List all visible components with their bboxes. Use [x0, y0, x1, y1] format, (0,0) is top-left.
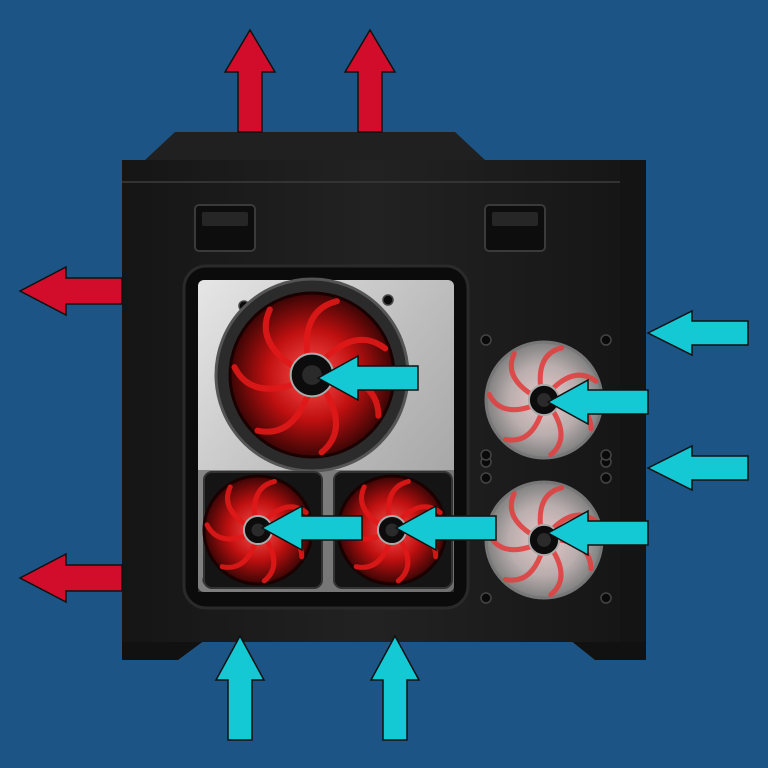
fan-large-top-blade: [303, 298, 340, 356]
screw: [480, 592, 492, 604]
case-top-panel: [145, 132, 485, 160]
flow-bottom-middle-fan: [394, 504, 497, 552]
fan-bottom-middle-blade: [395, 539, 411, 584]
flow-bottom-left-fan: [260, 504, 363, 552]
fan-large-top: [214, 277, 410, 473]
fan-bottom-left: [202, 471, 323, 589]
fan-bottom-middle-blade: [359, 484, 381, 526]
fan-large-top-blade: [231, 364, 295, 392]
case-handle-left: [194, 204, 256, 252]
fan-large-top-blade: [254, 394, 310, 435]
fan-drivebay-upper-blade: [502, 413, 543, 443]
intake-front-lower: [646, 444, 749, 492]
fan-bottom-middle-blade: [353, 542, 392, 570]
case-foot-left: [122, 640, 205, 660]
fan-bottom-left-blade: [264, 504, 309, 521]
fan-drivebay-lower-blade: [551, 512, 599, 530]
exhaust-top-left: [223, 28, 277, 133]
screw: [600, 472, 612, 484]
fan-drivebay-upper-blade: [486, 391, 532, 413]
fan-bottom-middle-hub-cap: [385, 523, 399, 537]
exhaust-top-right: [343, 28, 397, 133]
fan-drivebay-lower-blade: [508, 491, 532, 536]
fan-drivebay-lower-blade: [502, 553, 543, 583]
arrow-group: [18, 28, 749, 741]
fan-bottom-left-blade: [251, 478, 277, 518]
screw: [480, 472, 492, 484]
intake-bottom-right: [369, 634, 421, 741]
fan-drivebay-upper-blade: [548, 410, 564, 458]
screw: [600, 449, 612, 461]
fan-bottom-left-blade: [261, 539, 277, 584]
fan-bottom-left-blade: [219, 542, 258, 570]
case-foot-right: [570, 640, 646, 660]
fan-drivebay-upper-blade: [508, 351, 532, 396]
fan-bottom-left-blade: [204, 522, 247, 542]
fan-drivebay-lower-hub-cap: [537, 533, 551, 547]
screw: [600, 592, 612, 604]
fan-large-top-blade: [318, 389, 340, 456]
exhaust-rear-upper: [18, 265, 123, 317]
exhaust-rear-lower: [18, 552, 123, 604]
screw: [382, 294, 394, 306]
fan-large-top-blade: [323, 336, 389, 361]
intake-front-upper: [646, 309, 749, 357]
fan-drivebay-lower-blade: [537, 485, 565, 527]
flow-large-fan: [316, 354, 419, 402]
fan-drivebay-upper-blade: [537, 345, 565, 387]
fan-bottom-middle-blade: [398, 504, 443, 521]
flow-drivebay-upper-fan: [546, 378, 649, 426]
case-handle-right: [484, 204, 546, 252]
fan-bottom-middle-blade: [385, 478, 411, 518]
fan-drivebay-upper-blade: [551, 372, 599, 390]
screw: [600, 334, 612, 346]
drive-bay-screws: [202, 294, 612, 604]
screw: [480, 449, 492, 461]
flow-drivebay-lower-fan: [546, 509, 649, 557]
fan-drivebay-upper-hub-cap: [537, 393, 551, 407]
fan-bottom-left-blade: [225, 484, 247, 526]
fan-drivebay-lower-blade: [548, 550, 564, 598]
screw: [480, 334, 492, 346]
fan-large-top-blade: [262, 306, 295, 369]
fan-bottom-left-hub-cap: [251, 523, 265, 537]
intake-bottom-left: [214, 634, 266, 741]
fan-large-top-hub-cap: [302, 365, 322, 385]
